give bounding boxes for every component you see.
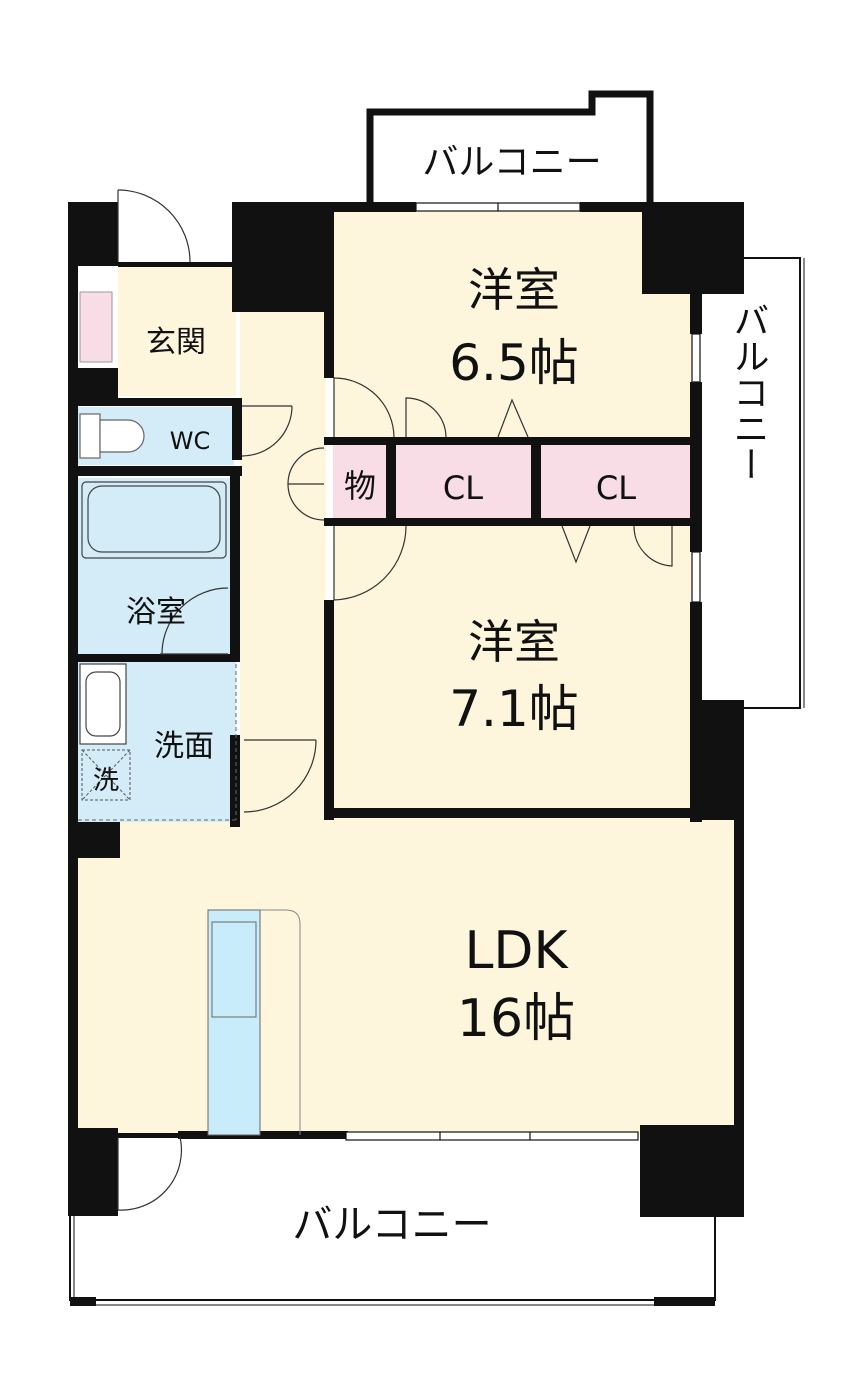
western-room-bottom-name: 洋室 — [468, 615, 560, 669]
shoe-cabinet — [79, 291, 113, 363]
closet-left-floor — [395, 445, 533, 520]
closet-right-label: CL — [596, 469, 636, 507]
entrance-floor — [118, 266, 236, 396]
storage-label: 物 — [344, 467, 376, 505]
balcony-side — [702, 257, 805, 709]
bath-label: 浴室 — [126, 595, 186, 630]
doors — [117, 189, 673, 1211]
ldk-floor — [78, 815, 736, 1137]
western-room-top-name: 洋室 — [468, 263, 560, 317]
western-room-top-size: 6.5帖 — [449, 334, 579, 392]
western-room-bottom-size: 7.1帖 — [449, 680, 579, 738]
washroom-label: 洗面 — [154, 729, 214, 764]
balcony-side-label: バルコニー — [728, 302, 769, 482]
balcony-top-label: バルコニー — [422, 142, 601, 183]
balcony-top — [366, 90, 654, 208]
entrance-label: 玄関 — [146, 325, 206, 360]
hallway-floor — [240, 312, 326, 817]
closet-right-floor — [540, 445, 692, 520]
wc-label: WC — [170, 427, 211, 455]
wash-basin-fixture — [79, 663, 127, 745]
ldk-name: LDK — [464, 921, 569, 981]
bathtub-fixture — [81, 481, 227, 559]
washer-label: 洗 — [93, 766, 119, 796]
washer-pan — [81, 749, 131, 801]
windows — [345, 202, 701, 1141]
kitchen-counter — [207, 909, 301, 1136]
walls — [68, 202, 744, 1217]
closet-left-label: CL — [443, 469, 483, 507]
toilet-fixture — [79, 413, 145, 459]
storage-floor — [333, 445, 388, 520]
ldk-size: 16帖 — [457, 989, 575, 1049]
balcony-bottom-label: バルコニー — [292, 1202, 491, 1248]
western-room-bottom-floor — [333, 524, 693, 809]
western-room-top-floor — [333, 210, 693, 442]
balcony-bottom — [69, 1215, 716, 1306]
